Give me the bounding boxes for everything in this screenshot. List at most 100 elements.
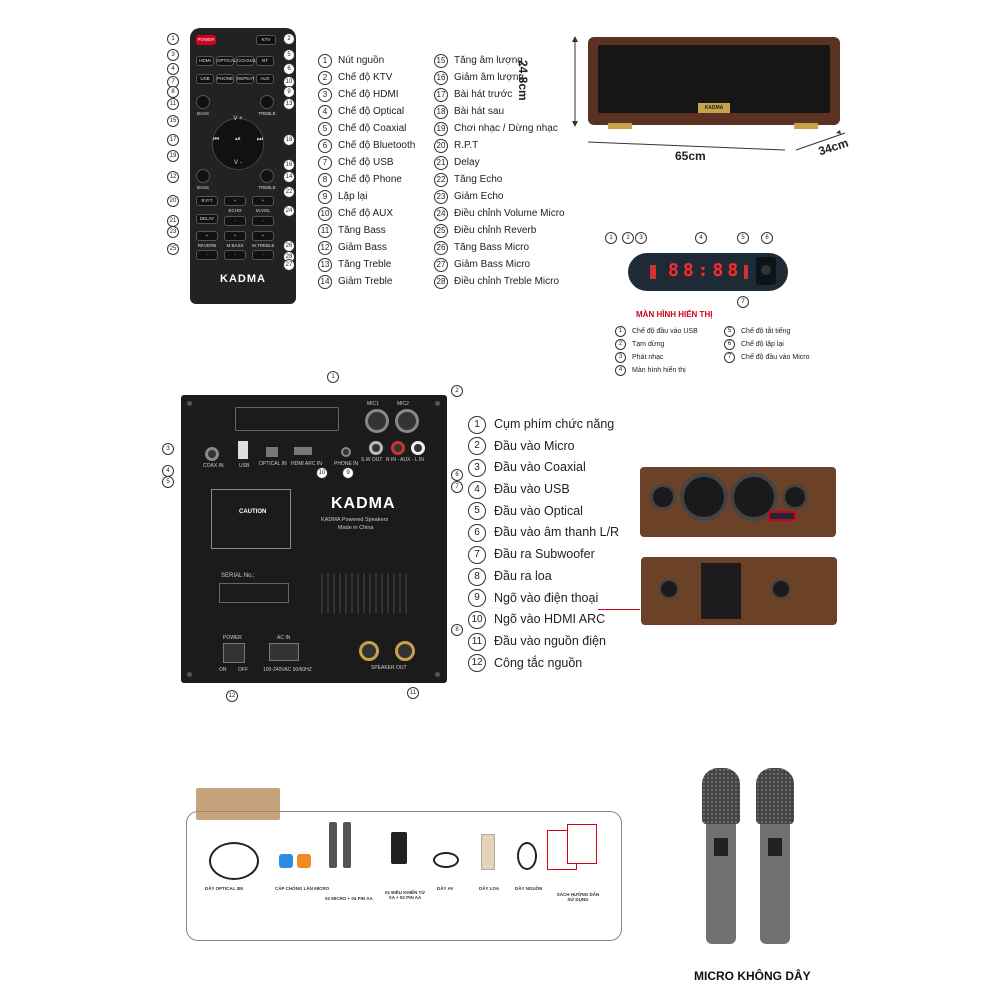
remote-hdmi-button[interactable]: HDMI	[196, 56, 214, 66]
remote-mbass-down-button[interactable]: -	[224, 250, 246, 260]
callout-22: 22	[283, 186, 295, 198]
ac-in-socket[interactable]	[269, 643, 299, 661]
remote-dpad	[212, 118, 264, 170]
serial-box	[219, 583, 289, 603]
remote-power-button[interactable]: POWER	[196, 35, 216, 45]
screw-hole	[435, 672, 440, 677]
remote-phone-button[interactable]: PHONE	[216, 74, 234, 84]
accessory-box-image	[196, 788, 280, 820]
back-panel-mini	[701, 563, 741, 619]
remote-bass-up-button[interactable]	[196, 95, 210, 109]
callout-23: 23	[167, 226, 179, 238]
remote-vol-up-label[interactable]: V +	[233, 116, 243, 122]
remote-delay-button[interactable]: DELAY	[196, 214, 218, 224]
optical-port[interactable]	[266, 447, 278, 457]
callout-19: 19	[167, 150, 179, 162]
remote-bass-down-button[interactable]	[196, 169, 210, 183]
callout-5: 5	[283, 49, 295, 61]
function-key-cluster[interactable]	[235, 407, 339, 431]
acc-label-manual: SÁCH HƯỚNG DẪN SỬ DỤNG	[556, 892, 600, 902]
remote-mtreble-up-button[interactable]: +	[252, 231, 274, 241]
speaker-front-image: KADMA	[588, 37, 840, 129]
remote-mtreble-down-button[interactable]: -	[252, 250, 274, 260]
remote-next-icon[interactable]: ⏭	[256, 136, 264, 143]
remote-vol-down-label[interactable]: V -	[234, 160, 242, 166]
speaker-out-red[interactable]	[359, 641, 379, 661]
remote-mvol-up-button[interactable]: +	[252, 196, 274, 206]
remote-usb-button[interactable]: USB	[196, 74, 214, 84]
remote-treble-down-button[interactable]	[260, 169, 274, 183]
phone-label: PHONE IN	[334, 461, 359, 467]
acc-label-remote: 01 ĐIỀU KHIỂN TỪ XA + 02 PIN AA	[385, 890, 425, 900]
remote-reverb-label: REVERB	[197, 243, 217, 248]
remote-treble-up-button[interactable]	[260, 95, 274, 109]
remote-reverb-up-button[interactable]: +	[196, 231, 218, 241]
remote-treble-label: TREBLE	[258, 111, 276, 116]
display-callout-4: 4	[695, 232, 707, 244]
remote-bass-label-2: BASS	[196, 185, 209, 190]
mic-ring-icon	[279, 854, 293, 868]
l-in-jack[interactable]	[411, 441, 425, 455]
remote-prev-icon[interactable]: ⏮	[212, 136, 220, 143]
panel-callout-6: 6	[451, 469, 463, 481]
callout-12: 12	[167, 171, 179, 183]
power-switch[interactable]	[223, 643, 245, 663]
remote-control: POWER KTV HDMI OPTICAL COAXIAL BT USB PH…	[190, 28, 296, 304]
remote-optical-button[interactable]: OPTICAL	[216, 56, 236, 66]
remote-echo-down-button[interactable]: -	[224, 216, 246, 226]
remote-rpt-button[interactable]: R.P.T	[196, 196, 218, 206]
remote-play-pause-icon[interactable]: ⏯	[235, 136, 241, 143]
mic1-jack[interactable]	[365, 409, 389, 433]
speaker-out-black[interactable]	[395, 641, 415, 661]
remote-mbass-label: M.BASS	[226, 243, 244, 248]
remote-reverb-down-button[interactable]: -	[196, 250, 218, 260]
caution-label-box	[211, 489, 291, 549]
callout-6: 6	[283, 63, 295, 75]
remote-aux-button[interactable]: AUX	[256, 74, 274, 84]
remote-mbass-up-button[interactable]: +	[224, 231, 246, 241]
speaker-back-cabinet	[641, 557, 837, 625]
coax-jack[interactable]	[205, 447, 219, 461]
hdmi-port[interactable]	[294, 447, 312, 455]
panel-callout-12: 12	[226, 690, 238, 702]
remote-mvol-down-button[interactable]: -	[252, 216, 274, 226]
ac-in-label: AC IN	[277, 635, 291, 641]
r-in-jack[interactable]	[391, 441, 405, 455]
usb-port[interactable]	[238, 441, 248, 459]
remote-icon	[391, 832, 407, 864]
panel-callout-8: 8	[451, 624, 463, 636]
mic2-jack[interactable]	[395, 409, 419, 433]
sw-out-jack[interactable]	[369, 441, 383, 455]
phone-jack[interactable]	[341, 447, 351, 457]
display-callout-3: 3	[635, 232, 647, 244]
mic1-label: MIC1	[367, 401, 379, 407]
remote-repeat-button[interactable]: REPEAT	[236, 74, 255, 84]
display-title: MÀN HÌNH HIỂN THỊ	[636, 310, 713, 319]
power-cable-icon	[517, 842, 537, 870]
remote-echo-up-button[interactable]: +	[224, 196, 246, 206]
remote-ktv-button[interactable]: KTV	[256, 35, 276, 45]
accessories-panel: DÂY OPTICAL 3M CẢP CHỐNG LĂN MICRO 02 MI…	[186, 811, 622, 941]
display-digits: 88:88	[668, 260, 743, 281]
acc-label-optical: DÂY OPTICAL 3M	[205, 886, 243, 891]
coax-label: COAX IN	[203, 463, 224, 469]
remote-coaxial-button[interactable]: COAXIAL	[236, 56, 257, 66]
speaker-cable-icon	[481, 834, 495, 870]
panel-callout-1: 1	[327, 371, 339, 383]
remote-bt-button[interactable]: BT	[256, 56, 274, 66]
